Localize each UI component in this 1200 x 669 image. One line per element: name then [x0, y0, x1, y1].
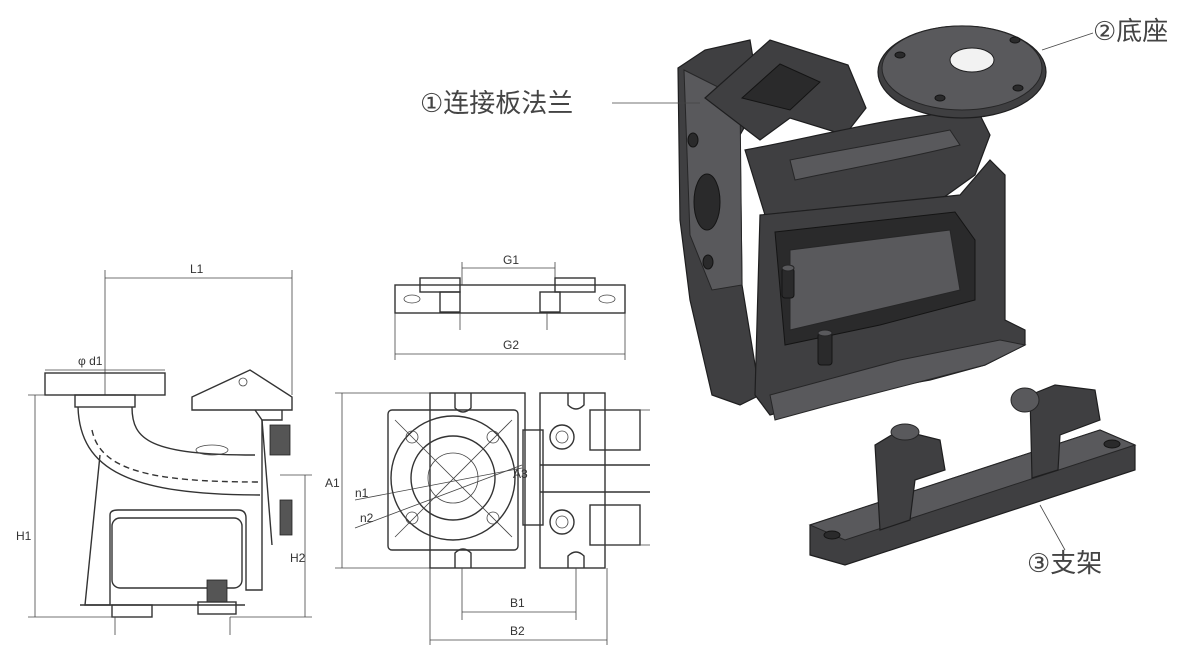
- dim-label-g2: G2: [503, 338, 519, 352]
- dim-label-h2: H2: [290, 551, 306, 565]
- dim-label-g1: G1: [503, 253, 519, 267]
- dim-label-l1: L1: [190, 262, 204, 276]
- plan-view-drawing: A1 n1 n2 A3: [325, 392, 650, 645]
- callout-base-label: ②底座: [1093, 16, 1168, 46]
- callout-bracket-label: ③支架: [1027, 548, 1102, 578]
- dim-label-n2: n2: [360, 511, 374, 525]
- bracket-top-view-drawing: G1 G2: [394, 253, 626, 360]
- bracket-illustration: [808, 384, 1137, 566]
- dim-label-a3: A3: [513, 467, 528, 481]
- side-view-drawing: L1 φ d1 H1 H2: [16, 262, 312, 635]
- dim-label-b1: B1: [510, 596, 525, 610]
- callout-flange-label: ①连接板法兰: [420, 88, 573, 118]
- dim-label-b2: B2: [510, 624, 525, 638]
- cast-base-illustration: [677, 25, 1047, 421]
- dim-label-h1: H1: [16, 529, 32, 543]
- dim-label-d1: φ d1: [78, 354, 103, 368]
- callouts: ①连接板法兰 ②底座 ③支架: [420, 16, 1168, 578]
- dim-label-n1: n1: [355, 486, 369, 500]
- dim-label-a1: A1: [325, 476, 340, 490]
